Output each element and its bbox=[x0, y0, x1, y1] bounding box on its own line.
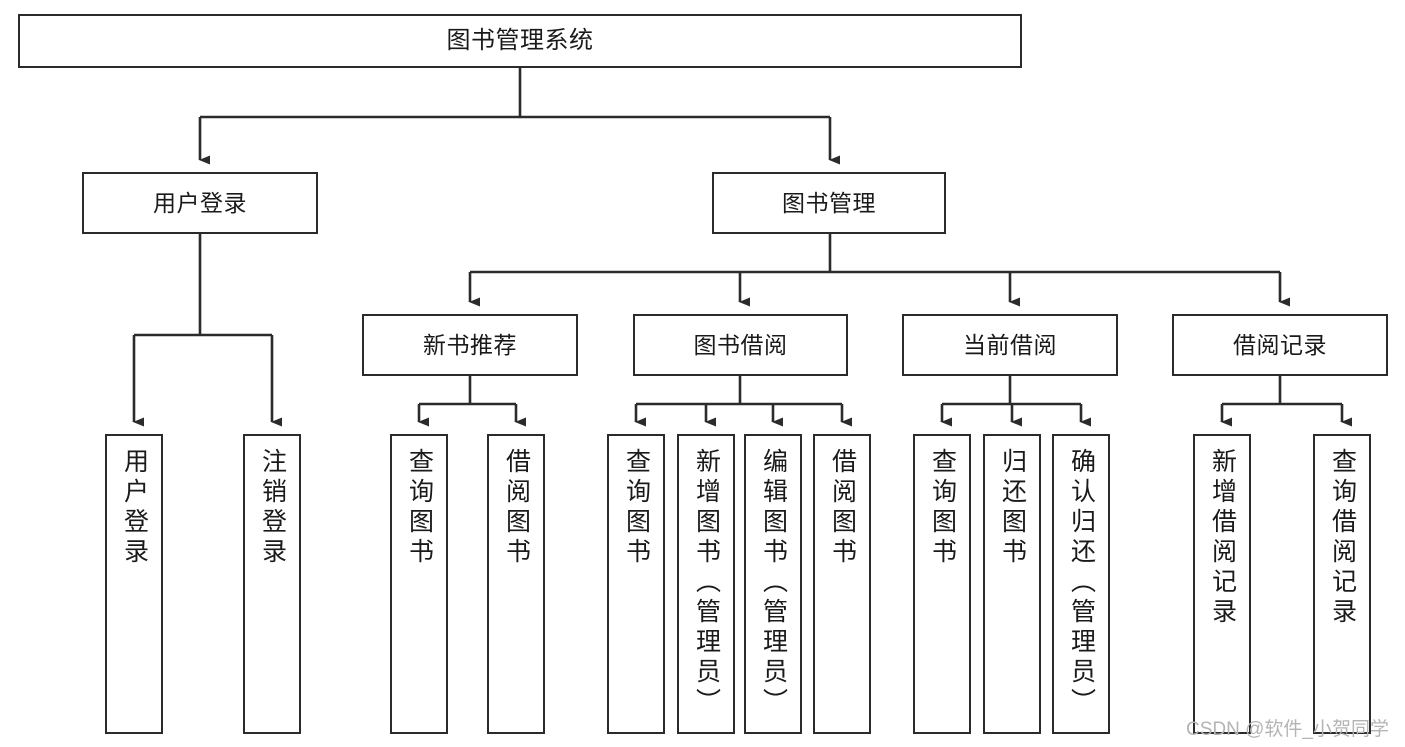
node-label: 归还图书 bbox=[998, 448, 1027, 568]
node-user-login[interactable]: 用户登录 bbox=[82, 172, 318, 234]
node-label: 图书管理系统 bbox=[446, 27, 594, 55]
leaf-current-borrow-return-book[interactable]: 归还图书 bbox=[983, 434, 1041, 734]
node-label: 借阅图书 bbox=[828, 448, 857, 568]
node-label: 查询借阅记录 bbox=[1328, 448, 1357, 628]
node-borrow-record[interactable]: 借阅记录 bbox=[1172, 314, 1388, 376]
node-label: 确认归还（管理员） bbox=[1067, 448, 1096, 718]
leaf-user-login-login[interactable]: 用户登录 bbox=[105, 434, 163, 734]
leaf-new-book-query-book[interactable]: 查询图书 bbox=[390, 434, 448, 734]
leaf-new-book-borrow-book[interactable]: 借阅图书 bbox=[487, 434, 545, 734]
leaf-book-borrow-edit-book-admin[interactable]: 编辑图书（管理员） bbox=[744, 434, 802, 734]
leaf-book-borrow-add-book-admin[interactable]: 新增图书（管理员） bbox=[677, 434, 735, 734]
node-label: 查询图书 bbox=[405, 448, 434, 568]
node-label: 图书管理 bbox=[782, 189, 876, 216]
node-label: 注销登录 bbox=[258, 448, 287, 568]
node-label: 借阅记录 bbox=[1233, 331, 1327, 358]
leaf-user-login-logout[interactable]: 注销登录 bbox=[243, 434, 301, 734]
node-label: 新书推荐 bbox=[423, 331, 517, 358]
node-label: 当前借阅 bbox=[963, 331, 1057, 358]
node-label: 查询图书 bbox=[622, 448, 651, 568]
node-label: 新增图书（管理员） bbox=[692, 448, 721, 718]
node-label: 查询图书 bbox=[928, 448, 957, 568]
watermark-text: CSDN @软件_小贺同学 bbox=[1186, 719, 1389, 740]
node-book-borrow[interactable]: 图书借阅 bbox=[633, 314, 848, 376]
node-current-borrow[interactable]: 当前借阅 bbox=[902, 314, 1118, 376]
leaf-borrow-record-add-record[interactable]: 新增借阅记录 bbox=[1193, 434, 1251, 734]
node-label: 用户登录 bbox=[153, 189, 247, 216]
leaf-book-borrow-borrow-book[interactable]: 借阅图书 bbox=[813, 434, 871, 734]
leaf-borrow-record-query-record[interactable]: 查询借阅记录 bbox=[1313, 434, 1371, 734]
node-label: 借阅图书 bbox=[502, 448, 531, 568]
node-label: 编辑图书（管理员） bbox=[759, 448, 788, 718]
leaf-current-borrow-confirm-return-admin[interactable]: 确认归还（管理员） bbox=[1052, 434, 1110, 734]
node-label: 用户登录 bbox=[120, 448, 149, 568]
node-book-management[interactable]: 图书管理 bbox=[712, 172, 946, 234]
leaf-book-borrow-query-book[interactable]: 查询图书 bbox=[607, 434, 665, 734]
node-root-book-management-system[interactable]: 图书管理系统 bbox=[18, 14, 1022, 68]
node-label: 图书借阅 bbox=[693, 331, 788, 358]
node-label: 新增借阅记录 bbox=[1208, 448, 1237, 628]
leaf-current-borrow-query-book[interactable]: 查询图书 bbox=[913, 434, 971, 734]
node-new-book-recommend[interactable]: 新书推荐 bbox=[362, 314, 578, 376]
